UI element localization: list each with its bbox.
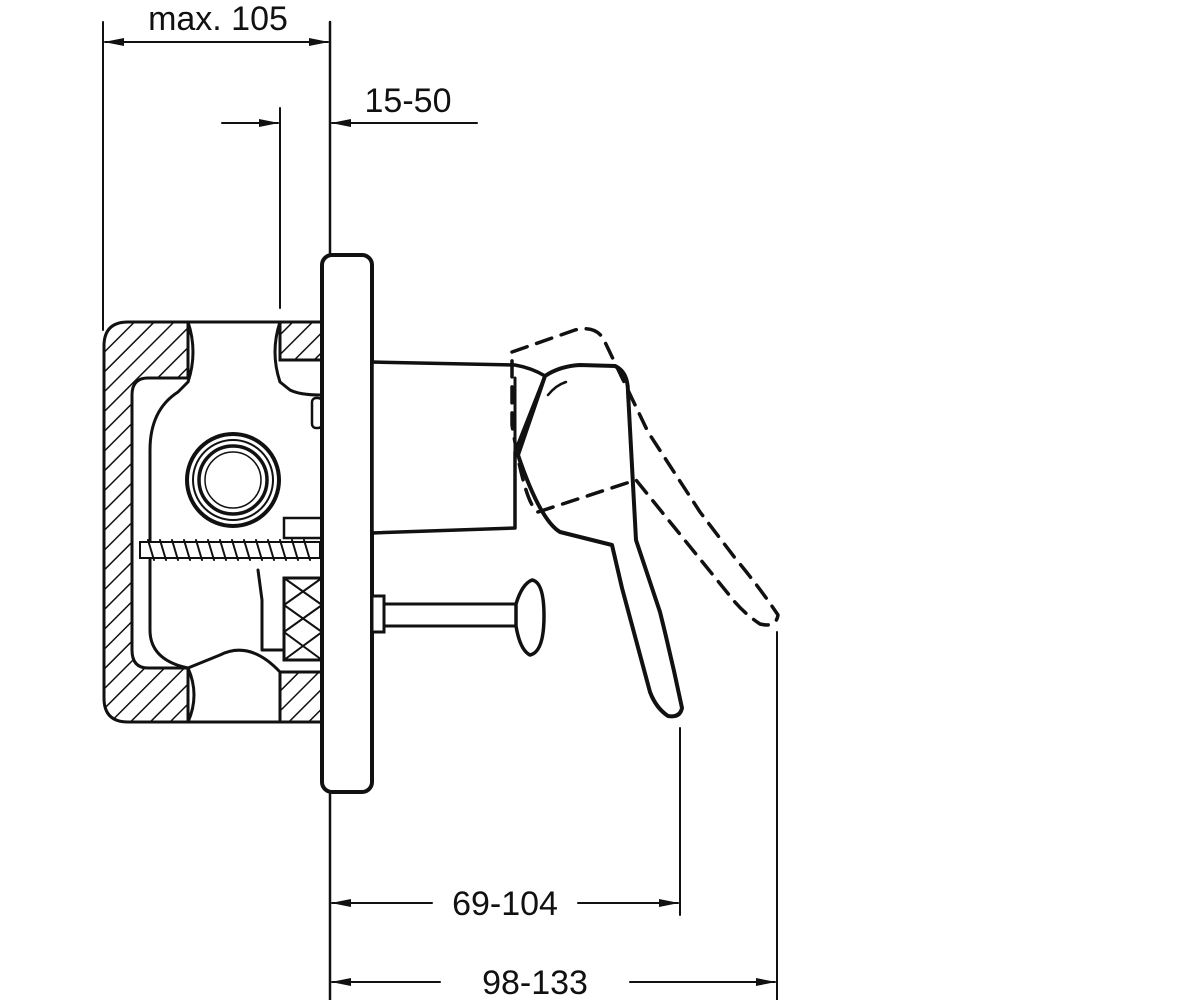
valve-body-top-contour: [273, 320, 322, 397]
hatched-flange-bottom: [278, 670, 324, 724]
valve-body-bottom-contour: [186, 648, 282, 674]
dimension-label-15-50: 15-50: [365, 82, 452, 120]
diverter-knob: [370, 578, 546, 657]
dimension-98-133: 98-133: [331, 631, 778, 1000]
hatched-flange-top: [278, 320, 324, 362]
valve-body: [139, 320, 324, 724]
outlet-port-ring-line: [192, 439, 274, 521]
cover-plate-rosette: [320, 253, 374, 794]
hatched-housing-wall: [102, 320, 190, 724]
cover-plate: [320, 253, 374, 794]
lever-handle-closed: [516, 363, 684, 719]
seal-spacer: [282, 516, 324, 540]
diverter-knob-head: [514, 578, 546, 657]
dimension-69-104: 69-104: [331, 727, 681, 923]
lever-handle: [370, 360, 684, 719]
dimension-label-max-105: max. 105: [148, 0, 288, 38]
valve-body-inner-contour: [256, 568, 284, 652]
dimension-max-105: max. 105: [102, 0, 332, 1000]
dimension-15-50: 15-50: [221, 82, 478, 309]
lever-handle-highlight: [546, 380, 568, 397]
dimension-label-98-133: 98-133: [482, 964, 588, 1000]
wall-box: [102, 320, 324, 724]
outlet-port-inner-ring: [197, 444, 269, 516]
valve-body-left-contour: [148, 320, 196, 724]
cartridge-seal-cross-pattern: [283, 577, 323, 661]
dimension-label-69-104: 69-104: [452, 885, 558, 923]
diverter-collar: [370, 594, 386, 634]
outlet-port-bore: [204, 451, 262, 509]
thread-pattern: [147, 539, 311, 561]
diverter-rod: [382, 602, 518, 628]
